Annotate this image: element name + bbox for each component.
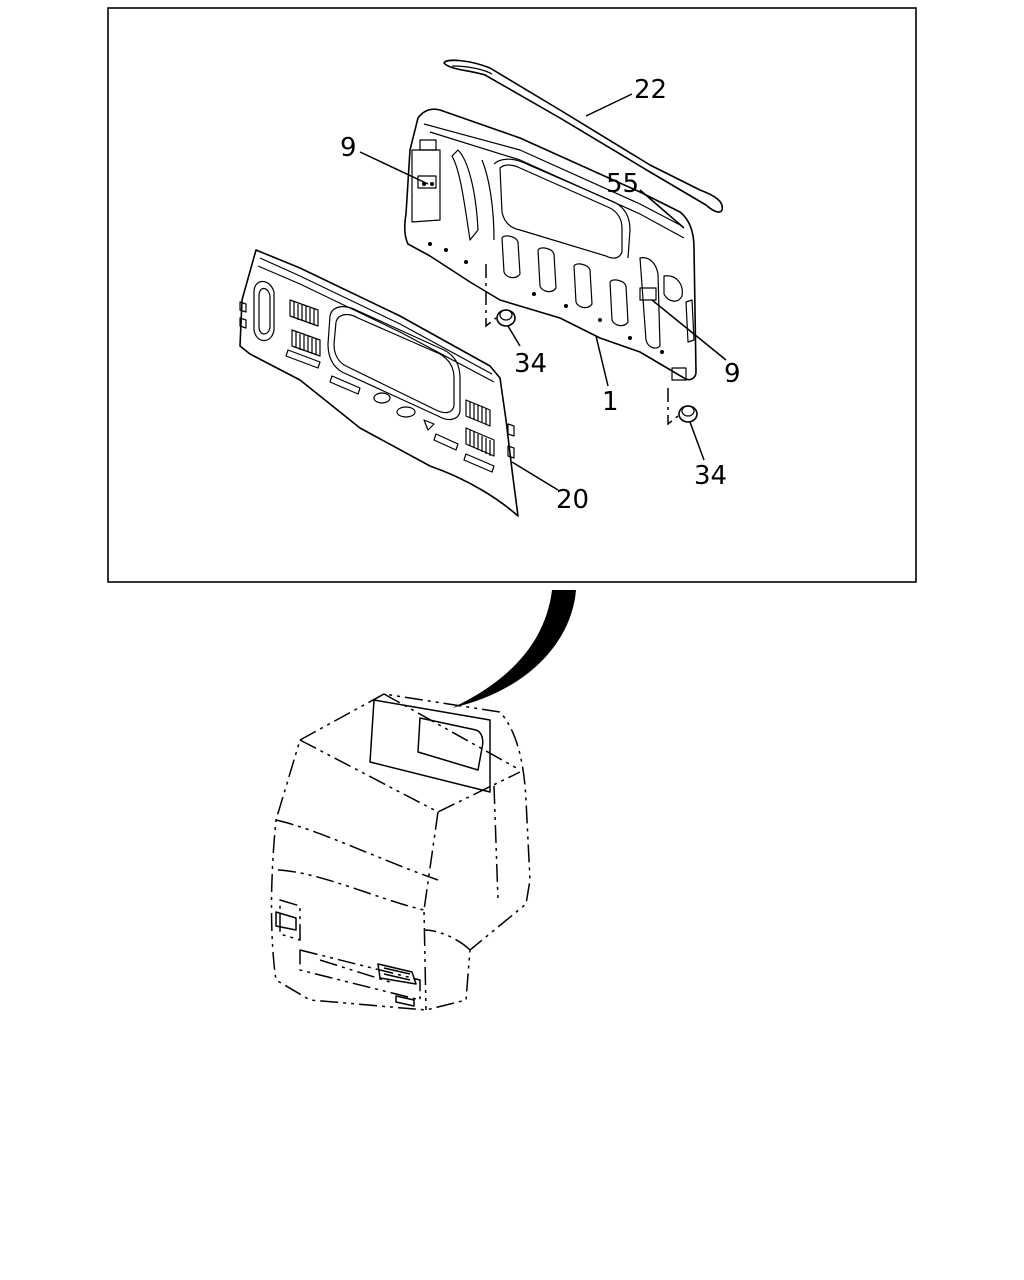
callout-34-left: 34	[514, 349, 547, 379]
callout-22: 22	[634, 75, 667, 105]
callout-9-left: 9	[340, 133, 357, 163]
callout-20: 20	[556, 485, 589, 515]
callout-34-right: 34	[694, 461, 727, 491]
callout-1: 1	[602, 387, 619, 417]
leader-lines	[359, 93, 727, 491]
part-20-inner-panel	[239, 249, 519, 517]
callout-9-right: 9	[724, 359, 741, 389]
location-pointer	[452, 590, 576, 708]
cab-overview	[270, 693, 531, 1011]
callout-55: 55	[606, 169, 639, 199]
assembly-guide-lines	[485, 264, 679, 426]
part-1-back-panel	[403, 108, 697, 381]
part-34-grommet-left	[496, 309, 516, 327]
callout-labels: 22 9 55 9 34 1 34 20	[340, 75, 741, 515]
detail-frame	[107, 7, 917, 583]
part-34-grommet-right	[678, 405, 698, 423]
part-22-seal	[443, 59, 724, 213]
